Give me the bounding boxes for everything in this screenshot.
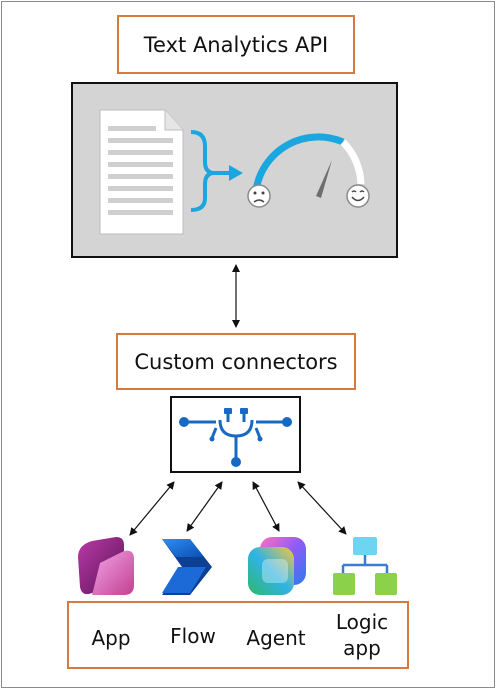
app-label: App xyxy=(91,626,131,650)
flow-label: Flow xyxy=(170,624,216,648)
agent-label: Agent xyxy=(246,626,306,650)
custom-connectors-label: Custom connectors xyxy=(134,349,338,374)
document-icon xyxy=(99,109,184,235)
apps-label-box: App Flow Agent Logic app xyxy=(67,601,409,669)
arrow-head-icon xyxy=(229,165,243,181)
connector-icon-box xyxy=(170,396,301,473)
logic-app-label: Logic app xyxy=(335,610,389,660)
logic-apps-icon xyxy=(333,537,397,595)
logic-app-arrow xyxy=(297,481,347,535)
text-analytics-api-box: Text Analytics API xyxy=(117,15,355,74)
power-automate-icon xyxy=(162,539,212,595)
custom-connector-icon xyxy=(179,408,292,467)
brace-arrow-icon xyxy=(190,130,231,212)
custom-connectors-box: Custom connectors xyxy=(116,333,356,390)
power-apps-icon xyxy=(78,537,134,595)
agent-arrow xyxy=(252,481,280,532)
copilot-studio-icon xyxy=(248,537,306,595)
sentiment-gauge-icon xyxy=(247,133,370,208)
flow-arrow xyxy=(186,481,223,532)
sentiment-illustration xyxy=(99,109,370,235)
sentiment-analysis-panel xyxy=(71,82,398,258)
app-arrow xyxy=(129,481,175,536)
text-analytics-api-label: Text Analytics API xyxy=(143,32,329,57)
